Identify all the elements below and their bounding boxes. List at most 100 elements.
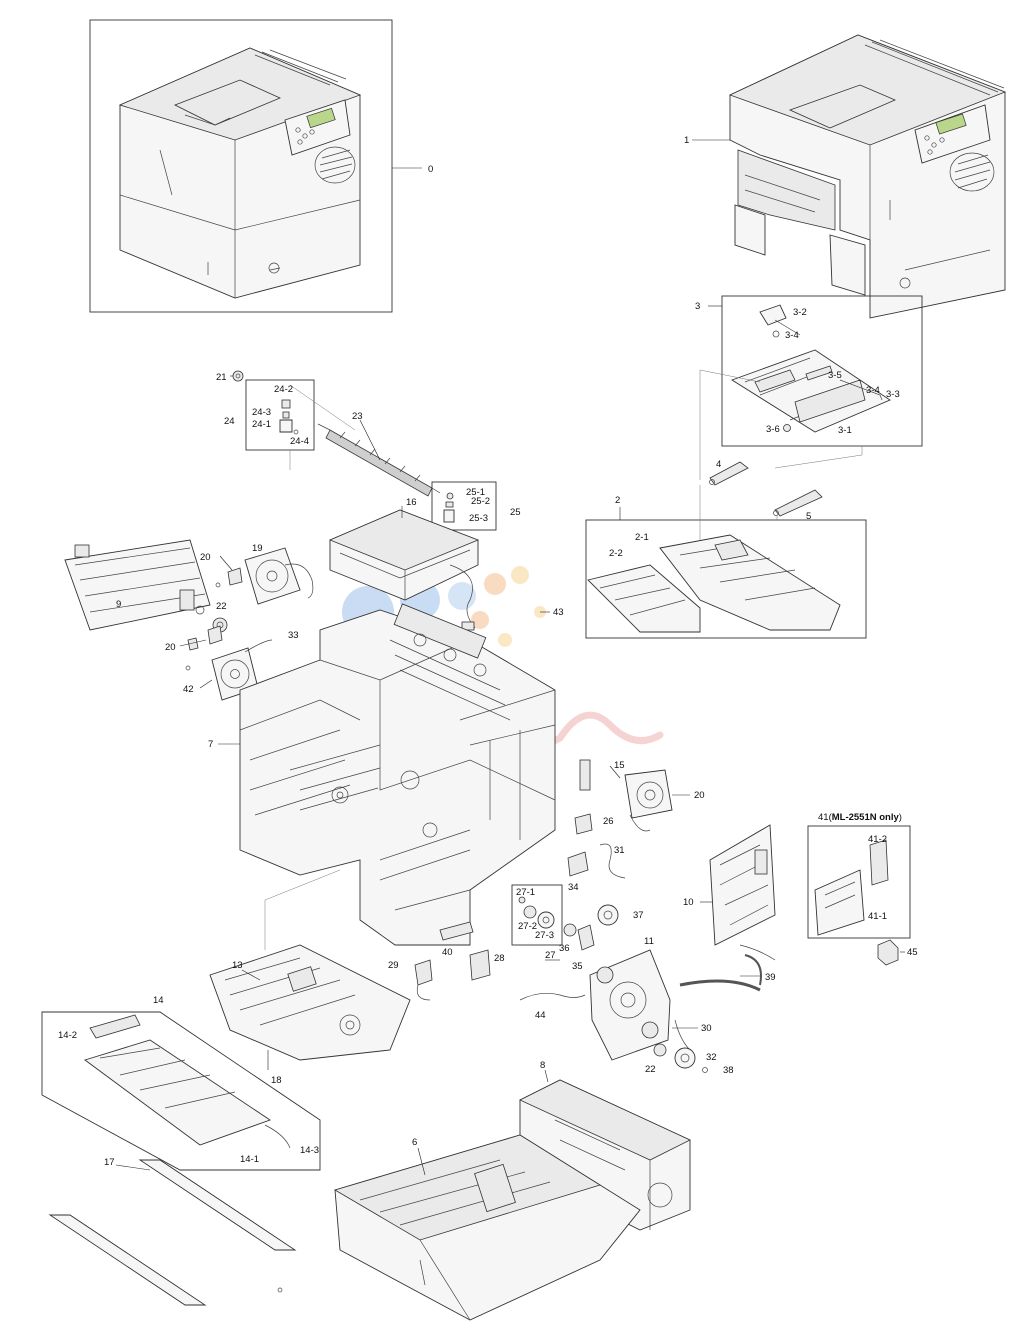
callout-38: 38 [723,1065,734,1076]
part-2-tray-box [585,461,867,639]
callout-20: 20 [165,642,176,653]
callout-18: 18 [271,1075,282,1086]
callout-33: 33 [288,630,299,641]
part-30-32-38-motor [653,1019,708,1073]
part-42-fan [185,625,273,701]
part-11-main-drive [589,949,671,1061]
callout-1: 1 [684,135,689,146]
callout-2-2: 2-2 [609,548,623,559]
callout-9: 9 [116,599,121,610]
callout-3-5: 3-5 [828,370,842,381]
callout-8: 8 [540,1060,545,1071]
part-26-sensor [574,813,593,835]
callout-14-2: 14-2 [58,1030,77,1041]
callout-20: 20 [200,552,211,563]
callout-3-1: 3-1 [838,425,852,436]
part-28-40-29-parts [414,921,491,1001]
callout-30: 30 [701,1023,712,1034]
callout-23: 23 [352,411,363,422]
callout-15: 15 [614,760,625,771]
part-34-plate [567,851,589,877]
callout-41-2: 41-2 [868,834,887,845]
callout-24-1: 24-1 [252,419,271,430]
callout-36: 36 [559,943,570,954]
part-25-box [431,481,497,531]
part-39-harness [679,954,762,992]
callout-4: 4 [716,459,721,470]
callout-25-2: 25-2 [471,496,490,507]
part-13-engine-board [209,869,411,1061]
callout-22: 22 [645,1064,656,1075]
callout-6: 6 [412,1137,417,1148]
callout-3: 3 [695,301,700,312]
callout-19: 19 [252,543,263,554]
callout-14-3: 14-3 [300,1145,319,1156]
callout-32: 32 [706,1052,717,1063]
part-6-paper-cassette [334,1134,641,1321]
part-1-cover-assembly [692,34,1007,319]
part-17-rails [48,1159,297,1306]
callout-11: 11 [644,936,654,947]
callout-22: 22 [216,601,227,612]
callout-26: 26 [603,816,614,827]
callout-25: 25 [510,507,521,518]
callout-42: 42 [183,684,194,695]
part-0-printer-assembly [89,19,422,313]
main-frame [239,603,591,946]
callout-5: 5 [806,511,811,522]
callout-0: 0 [428,164,433,175]
callout-44: 44 [535,1010,546,1021]
callout-43: 43 [553,607,564,618]
callout-35: 35 [572,961,583,972]
part-16-laser-scanner [328,509,480,631]
part-14-guide-box [41,1011,321,1171]
callout-27-3: 27-3 [535,930,554,941]
callout-25-3: 25-3 [469,513,488,524]
leader-lines [115,375,905,1176]
callout-27: 27 [545,950,556,961]
callout-3-6: 3-6 [766,424,780,435]
option-box-model: ML-2551N only [832,812,900,823]
part-41-option-box [807,825,911,966]
callout-14: 14 [153,995,164,1006]
callout-14-1: 14-1 [240,1154,259,1165]
callout-24-3: 24-3 [252,407,271,418]
callout-17: 17 [104,1157,115,1168]
callout-28: 28 [494,953,505,964]
callout-25-1: 25-1 [466,487,485,498]
callout-3-4: 3-4 [866,385,880,396]
callout-2: 2 [615,495,620,506]
part-19-fan [215,547,314,605]
callout-7: 7 [208,739,213,750]
callout-24-4: 24-4 [290,436,309,447]
part-31-harness [599,843,626,879]
callout-45: 45 [907,947,918,958]
option-box-title: 41(ML-2551N only) [818,812,902,823]
callout-16: 16 [406,497,417,508]
part-23-transfer-roller [317,423,441,497]
part-9-frame-unit [64,539,228,633]
callout-27-2: 27-2 [518,921,537,932]
callout-3-4: 3-4 [785,330,799,341]
part-36-35-37-gears [563,904,619,951]
callout-3-2: 3-2 [793,307,807,318]
option-box-suffix: ) [899,812,902,823]
part-20-drive-gear [624,769,673,832]
callout-29: 29 [388,960,399,971]
callout-31: 31 [614,845,625,856]
callout-24: 24 [224,416,235,427]
part-10-main-board [700,824,776,961]
callout-13: 13 [232,960,243,971]
part-44-harness [519,993,586,1001]
part-24-bracket-box [232,370,356,470]
callout-21: 21 [216,372,227,383]
callout-34: 34 [568,882,579,893]
callout-27-1: 27-1 [516,887,535,898]
callout-20: 20 [694,790,705,801]
callout-40: 40 [442,947,453,958]
callout-10: 10 [683,897,694,908]
part-3-frame-box [699,295,923,480]
option-box-prefix: 41( [818,812,833,823]
callout-41-1: 41-1 [868,911,887,922]
